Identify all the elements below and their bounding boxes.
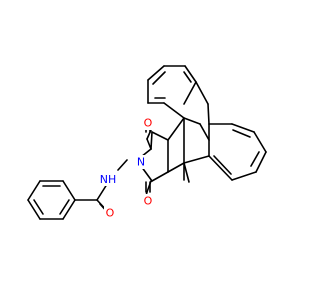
nn-linkage	[117, 159, 128, 171]
bicyclo-bridge	[167, 117, 210, 181]
molecule-canvas: NH N O O O	[27, 65, 267, 220]
amide-nitrogen-label: NH	[100, 173, 117, 186]
imide-oxygen-top-label: O	[144, 117, 153, 130]
benzoyl-ring	[27, 180, 76, 220]
methyl-group	[183, 162, 190, 183]
upper-benzo-ring	[147, 65, 210, 125]
imide-oxygen-bottom-label: O	[144, 195, 153, 208]
amide-oxygen-label: O	[106, 207, 115, 220]
imide-nitrogen-label: N	[137, 156, 145, 169]
atom-labels: NH N O O O	[99, 116, 154, 220]
imide-ring	[140, 129, 169, 201]
right-benzo-ring	[208, 123, 267, 181]
structure-diagram: NH N O O O	[27, 65, 267, 220]
